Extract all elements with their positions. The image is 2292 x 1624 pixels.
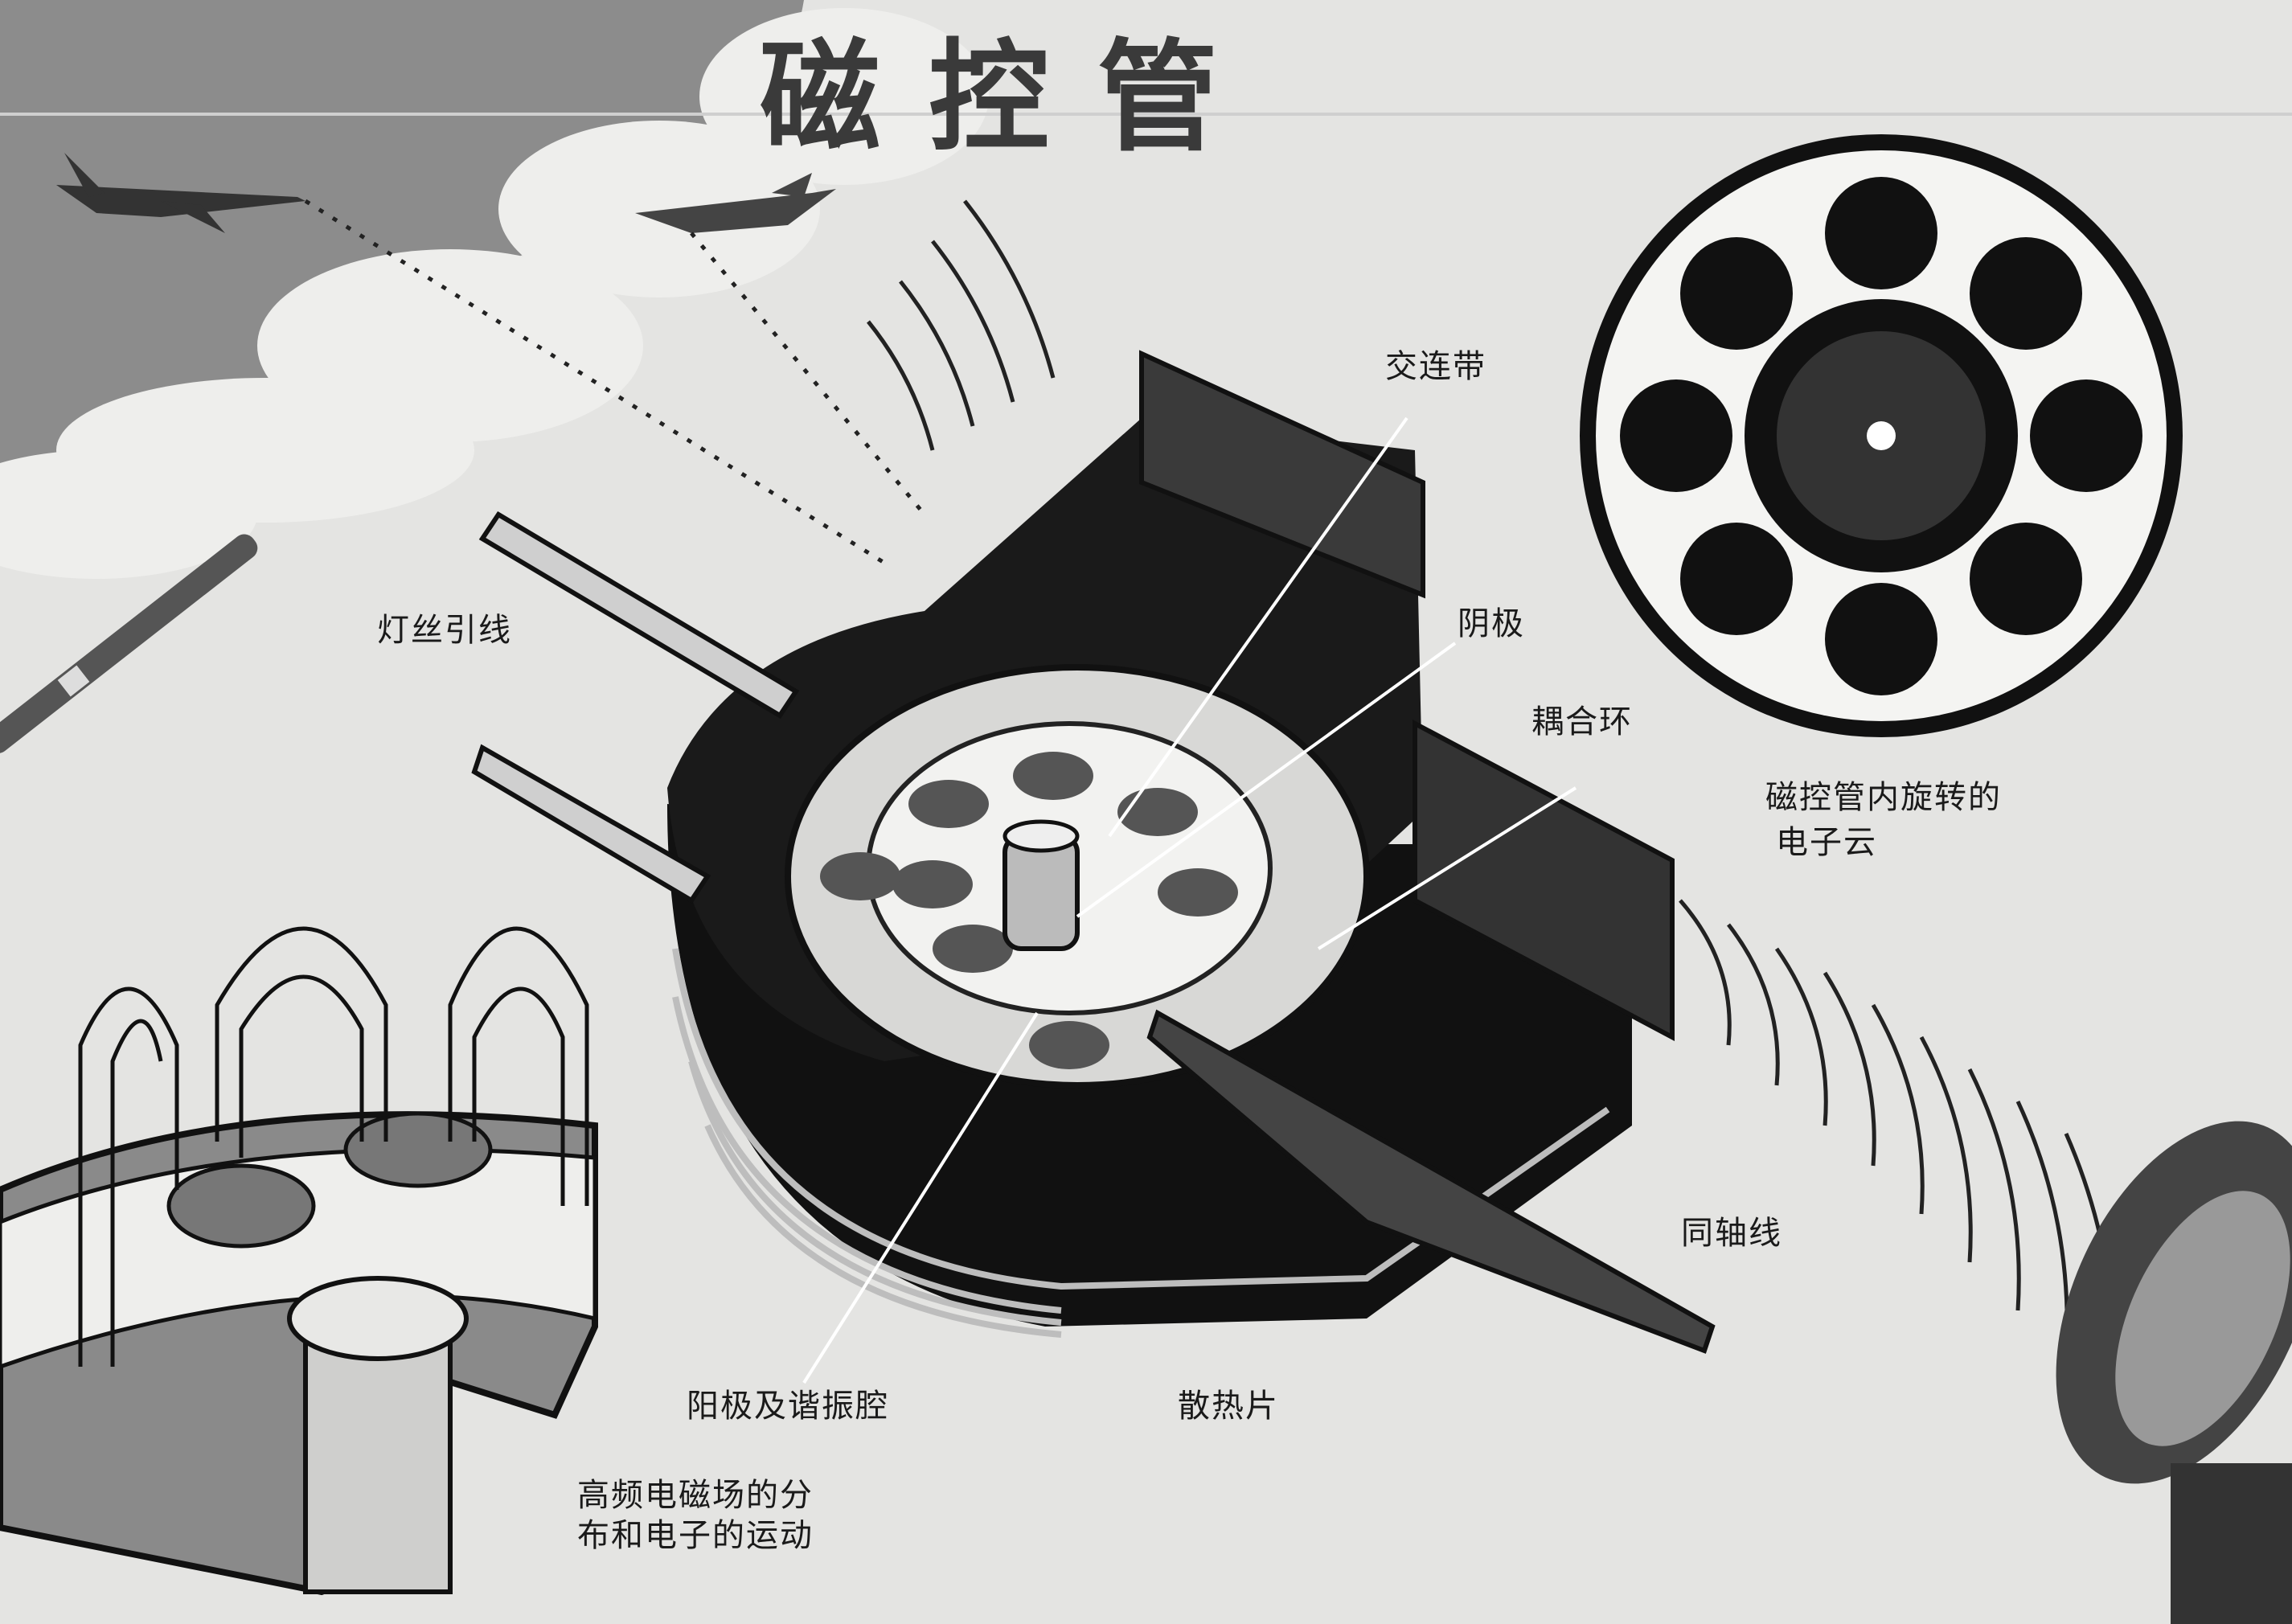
missile (0, 534, 258, 754)
jet-plane-right (635, 173, 836, 233)
support-plate (1139, 350, 1425, 599)
jet-plane-left (56, 153, 305, 233)
label-coupling-loop: 耦合环 (1531, 703, 1633, 740)
cathode (1002, 834, 1080, 951)
caption-field-line1: 高频电磁场的分 (577, 1477, 814, 1514)
label-coaxial-line: 同轴线 (1681, 1215, 1782, 1252)
field-lines (78, 926, 589, 1367)
coaxial-line (1146, 1009, 1716, 1354)
label-heat-sink: 散热片 (1178, 1388, 1279, 1425)
filament-leads (471, 511, 800, 904)
label-coupling-strap: 交连带 (1385, 348, 1486, 385)
page-title: 磁控管 (760, 28, 1267, 168)
mount-bracket (1413, 720, 1675, 1041)
caption-electron-cloud-line2: 电子云 (1776, 824, 1877, 861)
label-filament-leads: 灯丝引线 (377, 612, 512, 649)
label-anode-cavity: 阳极及谐振腔 (687, 1388, 889, 1425)
radio-waves-upper (867, 199, 1056, 451)
caption-electron-cloud-line1: 磁控管内旋转的 (1765, 779, 2002, 816)
radar-beam-lines (304, 199, 926, 565)
fin-highlights (672, 948, 1610, 1338)
electron-cloud-diagram (1580, 134, 2183, 737)
clouds (0, 8, 989, 579)
radar-antenna (2056, 1121, 2292, 1624)
magnetron-body (471, 350, 1716, 1354)
radio-waves-lower (1679, 899, 2118, 1408)
resonant-cavities (820, 752, 1238, 1069)
field-distribution-diagram (0, 926, 598, 1596)
caption-field-line2: 布和电子的运动 (577, 1517, 814, 1554)
label-cathode: 阴极 (1458, 605, 1525, 642)
leader-lines (802, 416, 1577, 1384)
